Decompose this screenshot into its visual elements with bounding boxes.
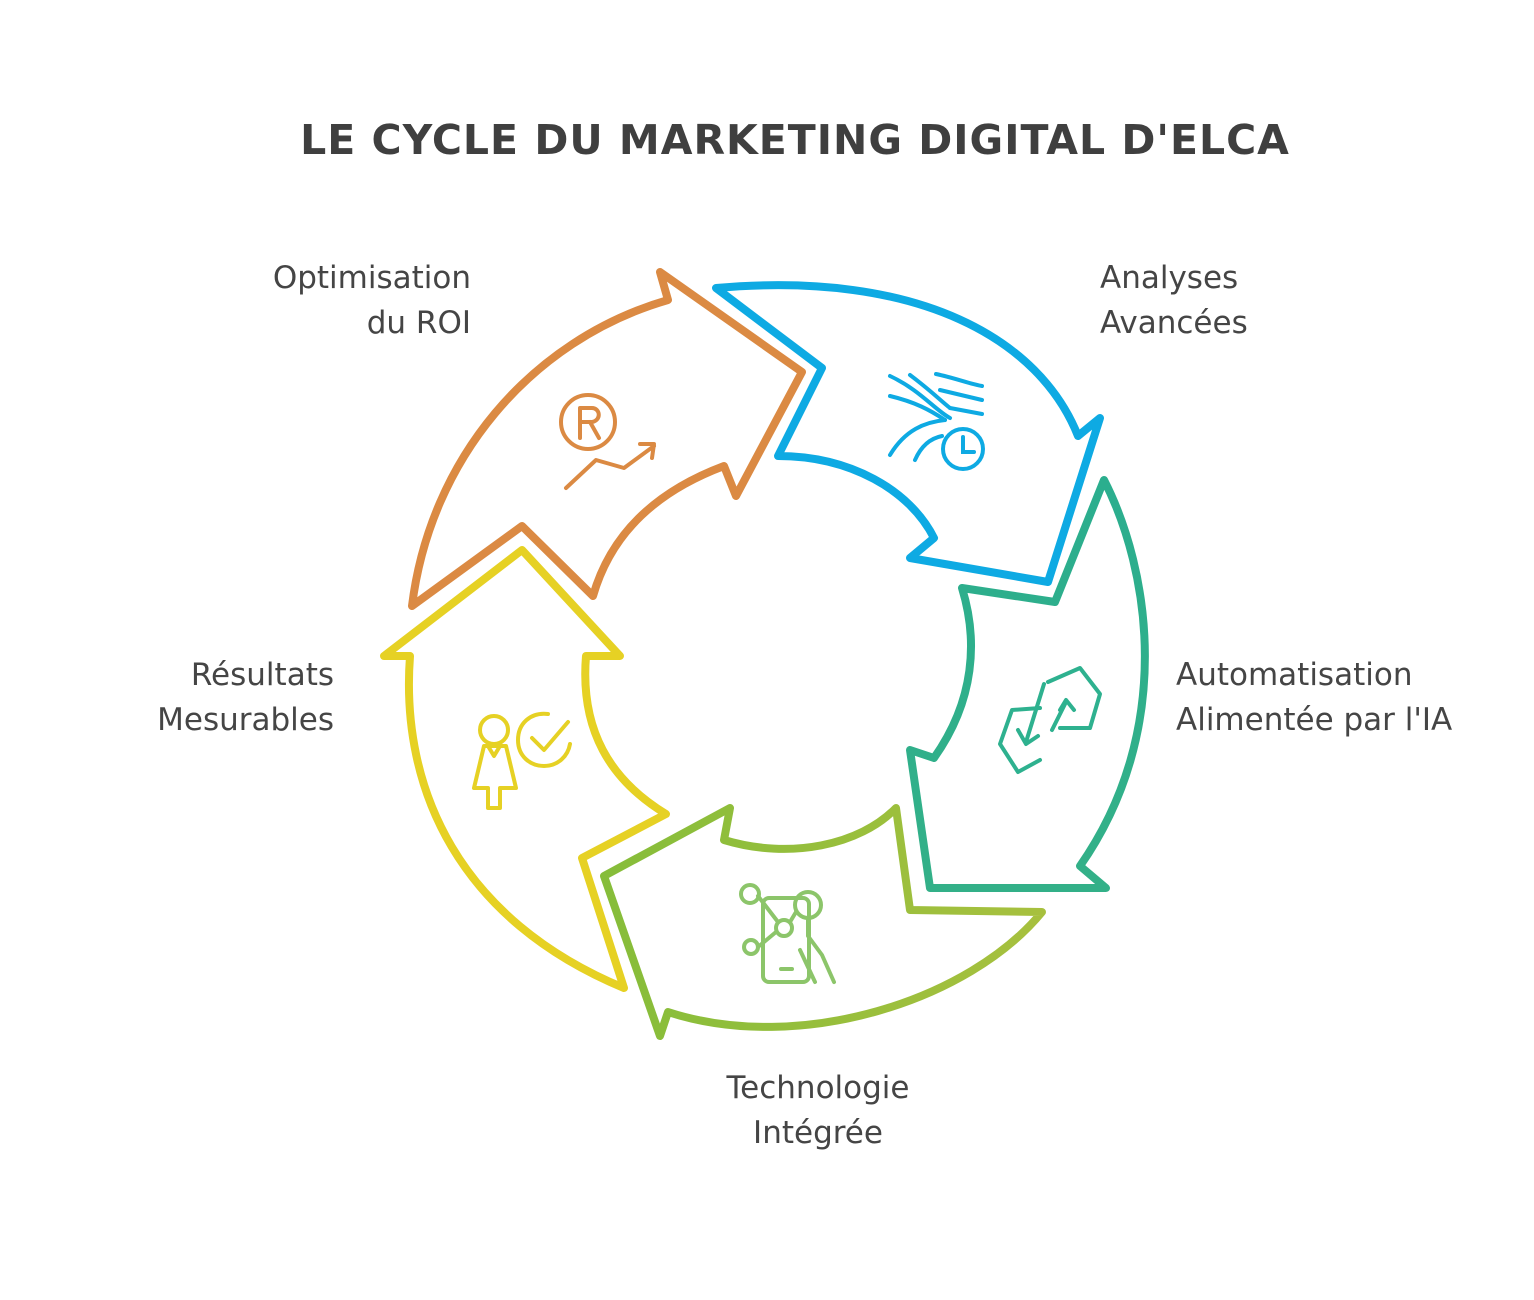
label-roi: Optimisation du ROI: [273, 256, 471, 346]
label-results: Résultats Mesurables: [157, 653, 334, 743]
hexagon-exchange-icon: [998, 666, 1102, 774]
arrow-automation: [906, 476, 1149, 892]
label-automation-line2: Alimentée par l'IA: [1176, 702, 1453, 738]
arrow-analyses: [712, 281, 1104, 586]
arrow-technology: [600, 804, 1046, 1040]
label-results-line1: Résultats: [190, 657, 334, 693]
label-technology-line2: Intégrée: [753, 1115, 883, 1151]
label-roi-line2: du ROI: [366, 305, 471, 341]
diagram-title: LE CYCLE DU MARKETING DIGITAL D'ELCA: [300, 116, 1290, 164]
label-analyses: Analyses Avancées: [1100, 256, 1248, 346]
registered-growth-icon: [559, 393, 656, 490]
label-automation-line1: Automatisation: [1176, 657, 1413, 693]
label-technology: Technologie Intégrée: [618, 1066, 1018, 1156]
data-streams-clock-icon: [888, 372, 985, 471]
label-roi-line1: Optimisation: [272, 260, 471, 296]
label-automation: Automatisation Alimentée par l'IA: [1176, 653, 1452, 743]
person-checkmark-icon: [472, 711, 572, 810]
label-analyses-line1: Analyses: [1100, 260, 1239, 296]
arrow-results: [380, 546, 670, 992]
label-analyses-line2: Avancées: [1100, 305, 1248, 341]
label-results-line2: Mesurables: [157, 702, 334, 738]
arrow-roi: [408, 268, 806, 610]
smartphone-network-icon: [739, 883, 836, 984]
label-technology-line1: Technologie: [726, 1070, 910, 1106]
